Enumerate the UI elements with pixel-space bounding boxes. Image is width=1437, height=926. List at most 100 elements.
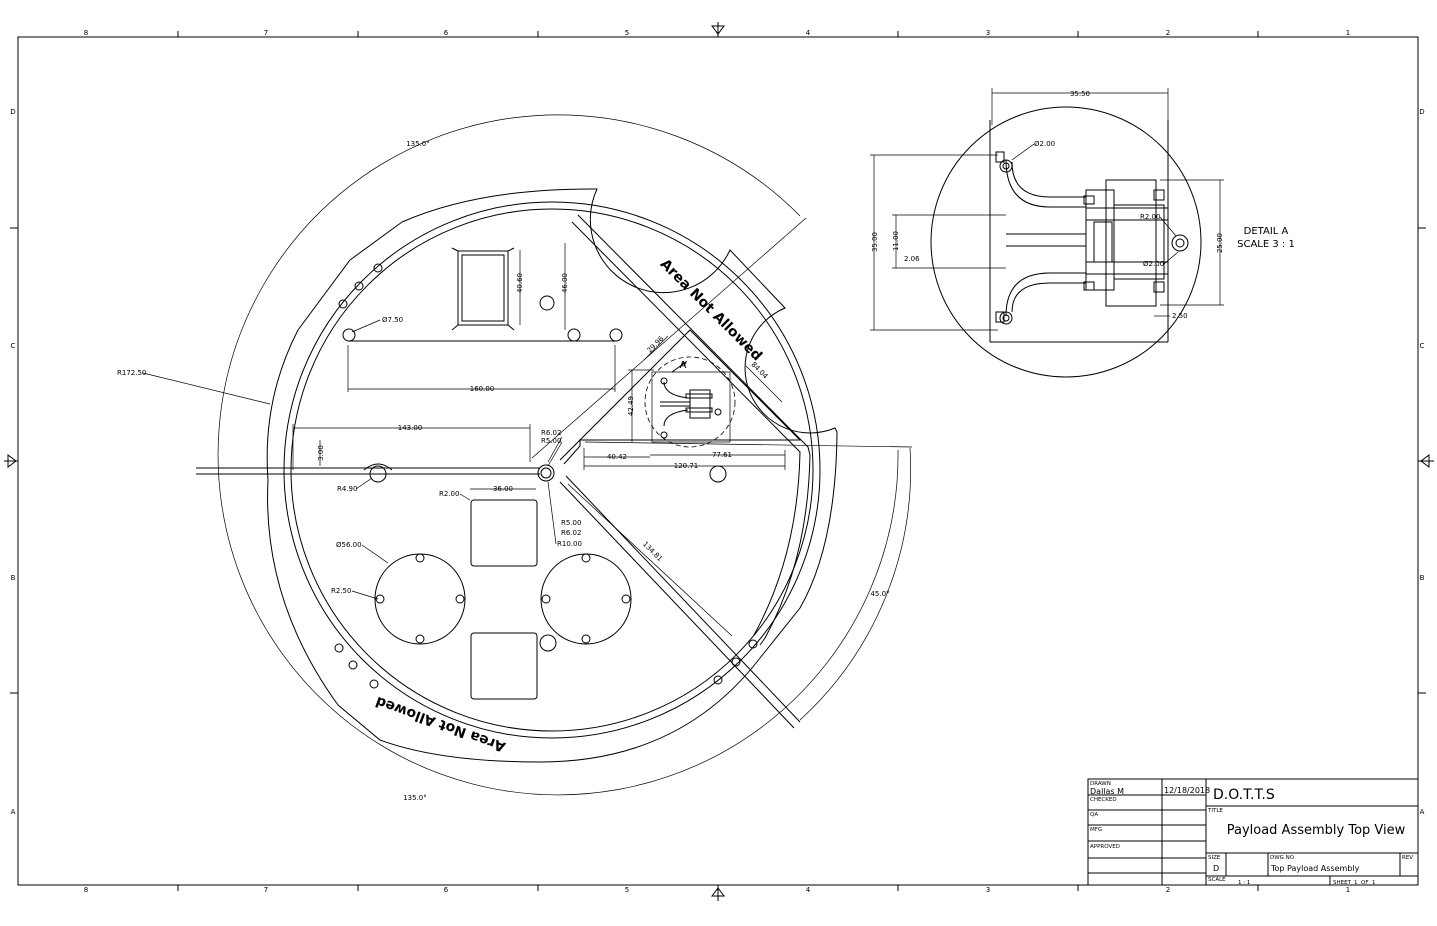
center-mark-left bbox=[4, 454, 18, 468]
detail-dim-dia-top: Ø2.00 bbox=[1034, 140, 1055, 148]
dim-3: 3.00 bbox=[317, 445, 325, 461]
dim-84-04: 84.04 bbox=[749, 361, 769, 381]
dim-29-96: 29.96 bbox=[646, 334, 666, 354]
inner-ring-outer bbox=[283, 201, 821, 739]
zone-labels: 8 7 6 5 4 3 2 1 8 7 6 5 4 3 2 1 D C B A … bbox=[10, 29, 1424, 894]
area-not-allowed-note-bottom: Area Not Allowed bbox=[374, 693, 508, 755]
tb-qa-label: QA bbox=[1090, 812, 1098, 818]
zone-row-left: A bbox=[11, 808, 16, 816]
tb-sheet: 1 bbox=[1354, 880, 1358, 886]
title-block: DRAWN Dallas M 12/18/2018 CHECKED QA MFG… bbox=[1087, 778, 1419, 886]
detail-title: DETAIL A bbox=[1244, 226, 1289, 237]
tb-scale-label: SCALE bbox=[1208, 877, 1226, 883]
tb-sheet-label: SHEET bbox=[1333, 880, 1352, 886]
hub-hole bbox=[537, 464, 555, 482]
mounting-holes bbox=[334, 263, 758, 689]
round-pad-left bbox=[374, 553, 466, 645]
tb-approved-label: APPROVED bbox=[1090, 844, 1120, 850]
round-pad-right bbox=[540, 553, 632, 645]
main-view: 135.0° 135.0° 45.0° R172.50 Ø7.50 160.00… bbox=[117, 114, 913, 802]
dim-outer-radius: R172.50 bbox=[117, 369, 146, 377]
tb-of: 1 bbox=[1372, 880, 1376, 886]
zone-col-bottom: 4 bbox=[806, 886, 811, 894]
tb-title-label: TITLE bbox=[1207, 808, 1223, 814]
zone-row-left: C bbox=[11, 342, 16, 350]
center-mark-bottom bbox=[711, 885, 725, 901]
zone-col-bottom: 7 bbox=[264, 886, 268, 894]
detail-boundary bbox=[930, 106, 1202, 378]
zone-row-right: D bbox=[1419, 108, 1424, 116]
dim-143: 143.00 bbox=[398, 424, 423, 432]
detail-dim-11: 11.00 bbox=[892, 231, 900, 251]
zone-row-right: C bbox=[1420, 342, 1425, 350]
detail-dim-35-50: 35.50 bbox=[1070, 90, 1090, 98]
dim-hole-dia: Ø7.50 bbox=[382, 316, 403, 324]
dim-r6-02-top: R6.02 bbox=[541, 429, 561, 437]
center-mark-right bbox=[1418, 454, 1434, 468]
dim-120-71: 120.71 bbox=[674, 462, 699, 470]
zone-row-right: A bbox=[1420, 808, 1425, 816]
zone-col-top: 8 bbox=[84, 29, 88, 37]
dim-angle-right: 45.0° bbox=[870, 590, 889, 598]
tb-company: D.O.T.T.S bbox=[1213, 787, 1275, 803]
tb-size: D bbox=[1213, 864, 1219, 873]
zone-row-left: B bbox=[11, 574, 16, 582]
square-pad-upper bbox=[470, 499, 538, 567]
detail-dim-r2: R2.00 bbox=[1140, 213, 1160, 221]
tb-checked-label: CHECKED bbox=[1090, 797, 1117, 803]
zone-col-bottom: 3 bbox=[986, 886, 990, 894]
angle-arc-right bbox=[799, 447, 911, 721]
dim-angle-top: 135.0° bbox=[406, 140, 430, 148]
dim-134-81: 134.81 bbox=[641, 540, 664, 563]
tb-dwgno: Top Payload Assembly bbox=[1270, 864, 1360, 873]
dim-r10: R10.00 bbox=[557, 540, 582, 548]
sheet-border bbox=[4, 22, 1434, 901]
tb-size-label: SIZE bbox=[1208, 855, 1221, 861]
detail-dim-2-06: 2.06 bbox=[904, 255, 920, 263]
dim-46: 46.00 bbox=[561, 273, 569, 293]
zone-col-top: 3 bbox=[986, 29, 990, 37]
zone-row-right: B bbox=[1420, 574, 1425, 582]
detail-dim-35: 35.00 bbox=[871, 232, 879, 252]
tb-rev-label: REV bbox=[1402, 855, 1413, 861]
zone-col-top: 4 bbox=[806, 29, 811, 37]
dim-r2: R2.00 bbox=[439, 490, 459, 498]
tb-drawn-date: 12/18/2018 bbox=[1164, 786, 1210, 795]
dim-40-42: 40.42 bbox=[607, 453, 627, 461]
center-mark-top bbox=[711, 22, 725, 37]
detail-circle-callout bbox=[644, 356, 736, 448]
zone-col-bottom: 8 bbox=[84, 886, 88, 894]
detail-scale: SCALE 3 : 1 bbox=[1237, 239, 1295, 250]
tb-drawn-label: DRAWN bbox=[1090, 781, 1111, 787]
dim-160: 160.00 bbox=[470, 385, 495, 393]
dim-dia-56: Ø56.00 bbox=[336, 541, 362, 549]
zone-col-bottom: 1 bbox=[1346, 886, 1350, 894]
dim-r2-50: R2.50 bbox=[331, 587, 351, 595]
dim-angle-bottom: 135.0° bbox=[403, 794, 427, 802]
tb-dwgno-label: DWG NO bbox=[1270, 855, 1295, 861]
tb-mfg-label: MFG bbox=[1090, 827, 1102, 833]
plate-outline bbox=[266, 188, 838, 763]
dim-r4-90: R4.90 bbox=[337, 485, 357, 493]
dim-r6-02-bot: R6.02 bbox=[561, 529, 581, 537]
zone-col-bottom: 2 bbox=[1166, 886, 1170, 894]
dim-36: 36.00 bbox=[493, 485, 513, 493]
dim-r5-00-bot: R5.00 bbox=[561, 519, 581, 527]
zone-col-bottom: 6 bbox=[444, 886, 449, 894]
dim-77-61: 77.61 bbox=[712, 451, 732, 459]
angle-arc bbox=[217, 114, 899, 796]
inner-ring-inner bbox=[290, 208, 814, 732]
zone-col-top: 1 bbox=[1346, 29, 1350, 37]
dim-r5-00-top: R5.00 bbox=[541, 437, 561, 445]
zone-col-top: 7 bbox=[264, 29, 268, 37]
zone-row-left: D bbox=[10, 108, 15, 116]
zone-col-top: 6 bbox=[444, 29, 449, 37]
zone-col-top: 5 bbox=[625, 29, 629, 37]
detail-callout-label: A bbox=[680, 360, 687, 371]
zone-col-bottom: 5 bbox=[625, 886, 629, 894]
zone-col-top: 2 bbox=[1166, 29, 1170, 37]
dim-42-49: 42.49 bbox=[627, 396, 635, 416]
detail-dim-25: 25.00 bbox=[1216, 233, 1224, 253]
tb-of-label: OF bbox=[1361, 880, 1369, 886]
tb-drawn-by: Dallas M bbox=[1090, 787, 1124, 796]
